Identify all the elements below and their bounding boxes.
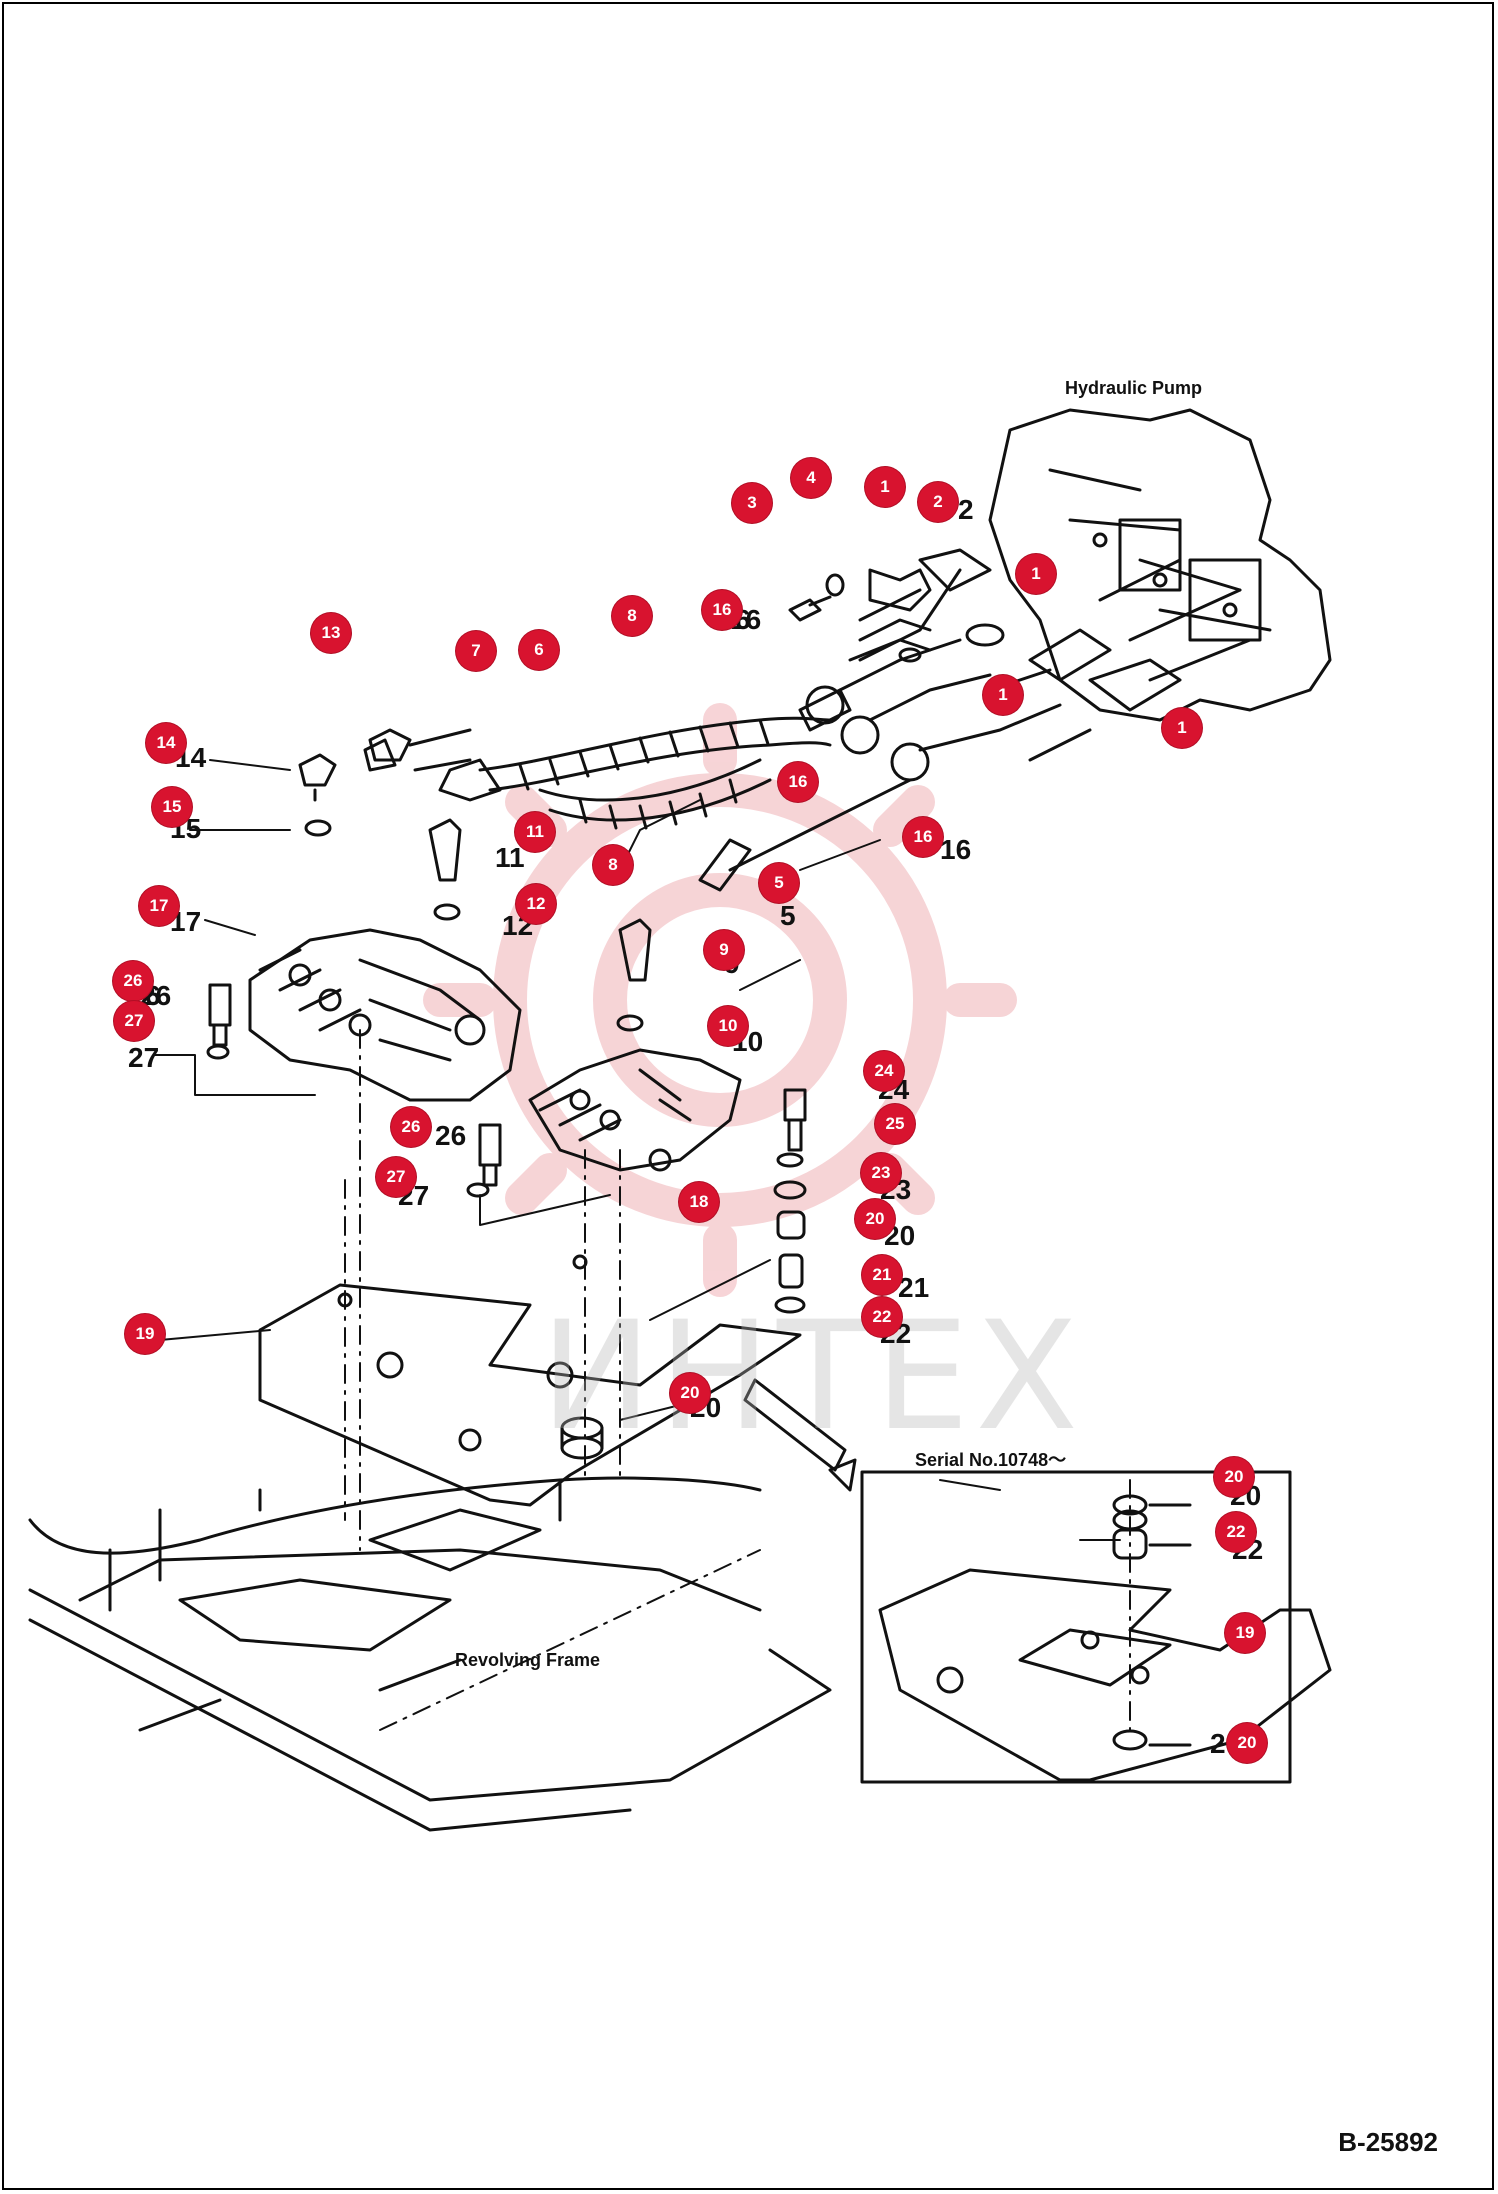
bolts-washers (208, 983, 807, 1314)
callout-badge: 8 (612, 596, 652, 636)
elbow-fittings (298, 728, 412, 802)
callout-badge: 23 (861, 1153, 901, 1193)
callout-badge: 6 (519, 630, 559, 670)
callout-badge: 24 (864, 1051, 904, 1091)
callout-badge: 17 (139, 886, 179, 926)
callout-badge: 27 (376, 1157, 416, 1197)
control-valve-18 (528, 1048, 742, 1172)
callout-badge: 16 (702, 590, 742, 630)
callout-badge: 7 (456, 631, 496, 671)
control-valve-17 (248, 928, 522, 1102)
callout-badge: 22 (862, 1297, 902, 1337)
watermark-text: ИНТЕХ (540, 1290, 1085, 1464)
callout-badge: 22 (1216, 1512, 1256, 1552)
adapter-fittings (428, 818, 652, 982)
callout-badge: 19 (125, 1314, 165, 1354)
callout-badge: 11 (515, 812, 555, 852)
callout-badge: 26 (391, 1107, 431, 1147)
callout-badge: 1 (1016, 554, 1056, 594)
callout-badge: 13 (311, 613, 351, 653)
callout-badge: 20 (855, 1199, 895, 1239)
callout-badge: 19 (1225, 1613, 1265, 1653)
callout-badge: 20 (1214, 1457, 1254, 1497)
watermark-gear-icon (423, 703, 1017, 1297)
callout-badge: 2 (918, 482, 958, 522)
callout-badge: 1 (983, 675, 1023, 715)
callout-badge: 9 (704, 930, 744, 970)
pump-label: Hydraulic Pump (1065, 378, 1203, 398)
callout-badge: 18 (679, 1182, 719, 1222)
hose-8 (478, 716, 832, 830)
revolving-frame (28, 1476, 832, 1832)
callout-badge: 3 (732, 483, 772, 523)
part-number: 2 (958, 494, 974, 525)
alignment-lines (344, 1029, 1131, 1731)
serial-label: Serial No.10748～ (915, 1450, 1067, 1470)
part-number: 11 (495, 842, 525, 873)
callout-badge: 26 (113, 961, 153, 1001)
callout-badge: 27 (114, 1001, 154, 1041)
bolt-washer-clamp (788, 568, 932, 662)
callout-badge: 8 (593, 845, 633, 885)
callout-badge: 14 (146, 723, 186, 763)
inset-serial-box (860, 1470, 1332, 1784)
callout-badge: 15 (152, 787, 192, 827)
callout-badge: 20 (1227, 1723, 1267, 1763)
part-number: 27 (128, 1042, 160, 1073)
callout-badge: 20 (670, 1373, 710, 1413)
callout-badge: 10 (708, 1006, 748, 1046)
part-number: 21 (898, 1272, 930, 1303)
callout-badge: 4 (791, 458, 831, 498)
pump-fittings (858, 548, 1252, 762)
callout-badge: 25 (875, 1104, 915, 1144)
callout-badge: 1 (1162, 708, 1202, 748)
callout-badge: 1 (865, 467, 905, 507)
part-number: 16 (940, 834, 972, 865)
hydraulic-pump (988, 408, 1332, 722)
frame-label: Revolving Frame (455, 1650, 601, 1670)
callout-badge: 16 (778, 762, 818, 802)
arrow-to-inset (743, 1378, 857, 1492)
spacer-20 (560, 1416, 604, 1460)
part-number: 5 (780, 900, 796, 931)
callout-badge: 16 (903, 817, 943, 857)
callout-badge: 21 (862, 1255, 902, 1295)
callout-badge: 12 (516, 884, 556, 924)
part-number: 26 (435, 1120, 467, 1151)
callout-badge: 5 (759, 863, 799, 903)
document-number: B-25892 (1338, 2127, 1438, 2157)
